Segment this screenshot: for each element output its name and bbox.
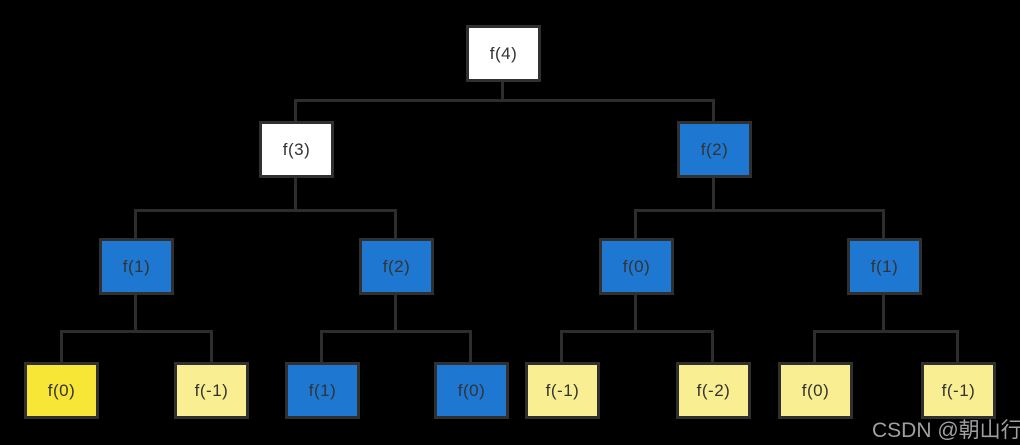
csdn-watermark: CSDN @朝山行 [872, 419, 1020, 442]
connector-line [711, 333, 714, 362]
connector-line [134, 212, 137, 238]
connector-line [560, 330, 714, 333]
connector-line [882, 294, 885, 330]
connector-line [60, 333, 63, 362]
connector-line [294, 177, 297, 209]
tree-node: f(2) [359, 238, 434, 295]
connector-line [882, 212, 885, 238]
connector-line [60, 330, 213, 333]
connector-line [469, 333, 472, 362]
connector-line [294, 99, 715, 102]
tree-node: f(2) [677, 121, 752, 178]
tree-node: f(1) [99, 238, 174, 295]
connector-line [634, 209, 885, 212]
connector-line [394, 212, 397, 238]
connector-line [634, 212, 637, 238]
connector-line [501, 81, 504, 100]
connector-line [210, 333, 213, 362]
connector-line [813, 333, 816, 362]
tree-node: f(3) [259, 121, 334, 178]
connector-line [134, 294, 137, 330]
tree-node: f(0) [24, 362, 99, 419]
tree-node: f(0) [599, 238, 674, 295]
connector-line [813, 330, 959, 333]
connector-line [712, 177, 715, 209]
connector-line [394, 294, 397, 330]
connector-line [320, 330, 472, 333]
tree-node: f(-1) [174, 362, 249, 419]
tree-node: f(-2) [676, 362, 751, 419]
connector-line [294, 102, 297, 121]
connector-line [956, 333, 959, 362]
tree-node: f(1) [847, 238, 922, 295]
tree-node: f(-1) [525, 362, 600, 419]
tree-node: f(-1) [921, 362, 996, 419]
connector-line [634, 294, 637, 330]
connector-line [560, 333, 563, 362]
tree-node: f(0) [778, 362, 853, 419]
tree-node: f(0) [434, 362, 509, 419]
connector-line [134, 209, 397, 212]
tree-node: f(1) [285, 362, 360, 419]
connector-line [320, 333, 323, 362]
connector-line [712, 102, 715, 121]
tree-node: f(4) [466, 25, 541, 82]
